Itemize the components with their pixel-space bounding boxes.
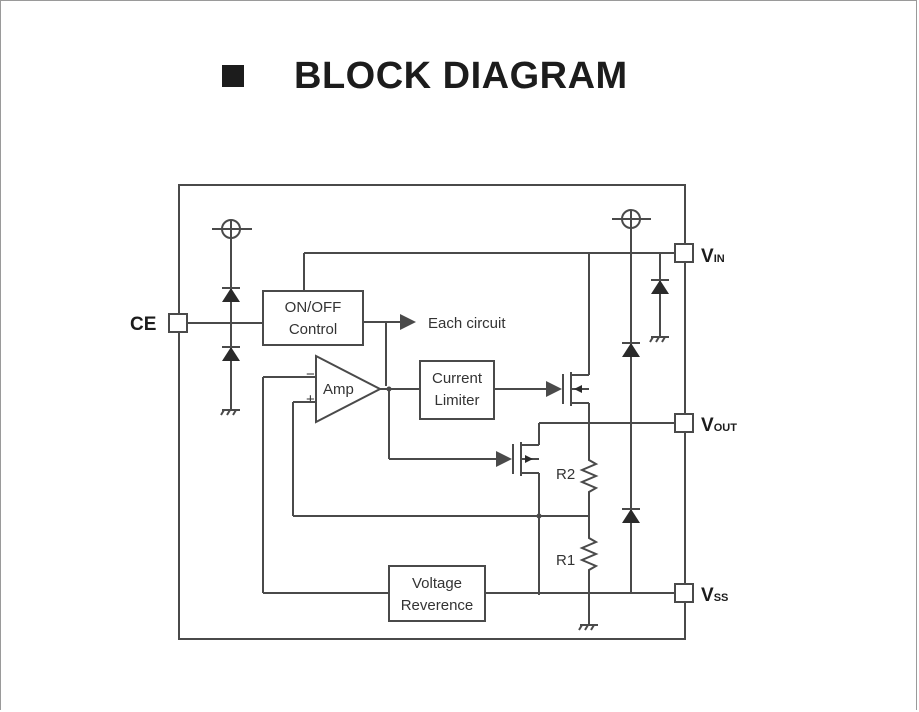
- voltage-reference-label-1: Voltage: [412, 575, 462, 592]
- vout-pin-label: VOUT: [701, 415, 737, 436]
- on-off-label-1: ON/OFF: [285, 299, 342, 316]
- title: BLOCK DIAGRAM: [222, 54, 628, 98]
- vss-pin: [674, 583, 694, 603]
- r2-label: R2: [556, 466, 575, 483]
- sense-transistor: [512, 423, 540, 595]
- each-circuit-label: Each circuit: [428, 315, 506, 332]
- vin-pin: [674, 243, 694, 263]
- r1-resistor: [579, 516, 599, 625]
- amp-label: Amp: [323, 381, 354, 398]
- title-bullet-icon: [222, 65, 244, 87]
- voltage-reference-label-2: Reverence: [401, 597, 474, 614]
- vss-pin-label: VSS: [701, 585, 728, 606]
- output-protection: [612, 209, 651, 593]
- svg-text:−: −: [306, 366, 315, 383]
- on-off-label-2: Control: [289, 321, 337, 338]
- svg-text:+: +: [306, 391, 315, 408]
- current-limiter-label-1: Current: [432, 370, 483, 387]
- ce-protection: [212, 219, 252, 416]
- pass-transistor: [562, 253, 590, 456]
- vin-pin-label: VIN: [701, 246, 725, 267]
- voltage-reference-block: [388, 565, 486, 622]
- ce-pin-label: CE: [130, 314, 156, 335]
- vin-diode: [649, 253, 669, 343]
- current-limiter-block: [419, 360, 495, 420]
- on-off-control-block: [262, 290, 364, 346]
- r2-resistor: [579, 456, 599, 516]
- ic-outline: [178, 184, 686, 640]
- amp-triangle: [315, 354, 383, 424]
- r1-label: R1: [556, 552, 575, 569]
- vout-pin: [674, 413, 694, 433]
- ce-pin: [168, 313, 188, 333]
- title-text: BLOCK DIAGRAM: [294, 54, 628, 97]
- current-limiter-label-2: Limiter: [434, 392, 479, 409]
